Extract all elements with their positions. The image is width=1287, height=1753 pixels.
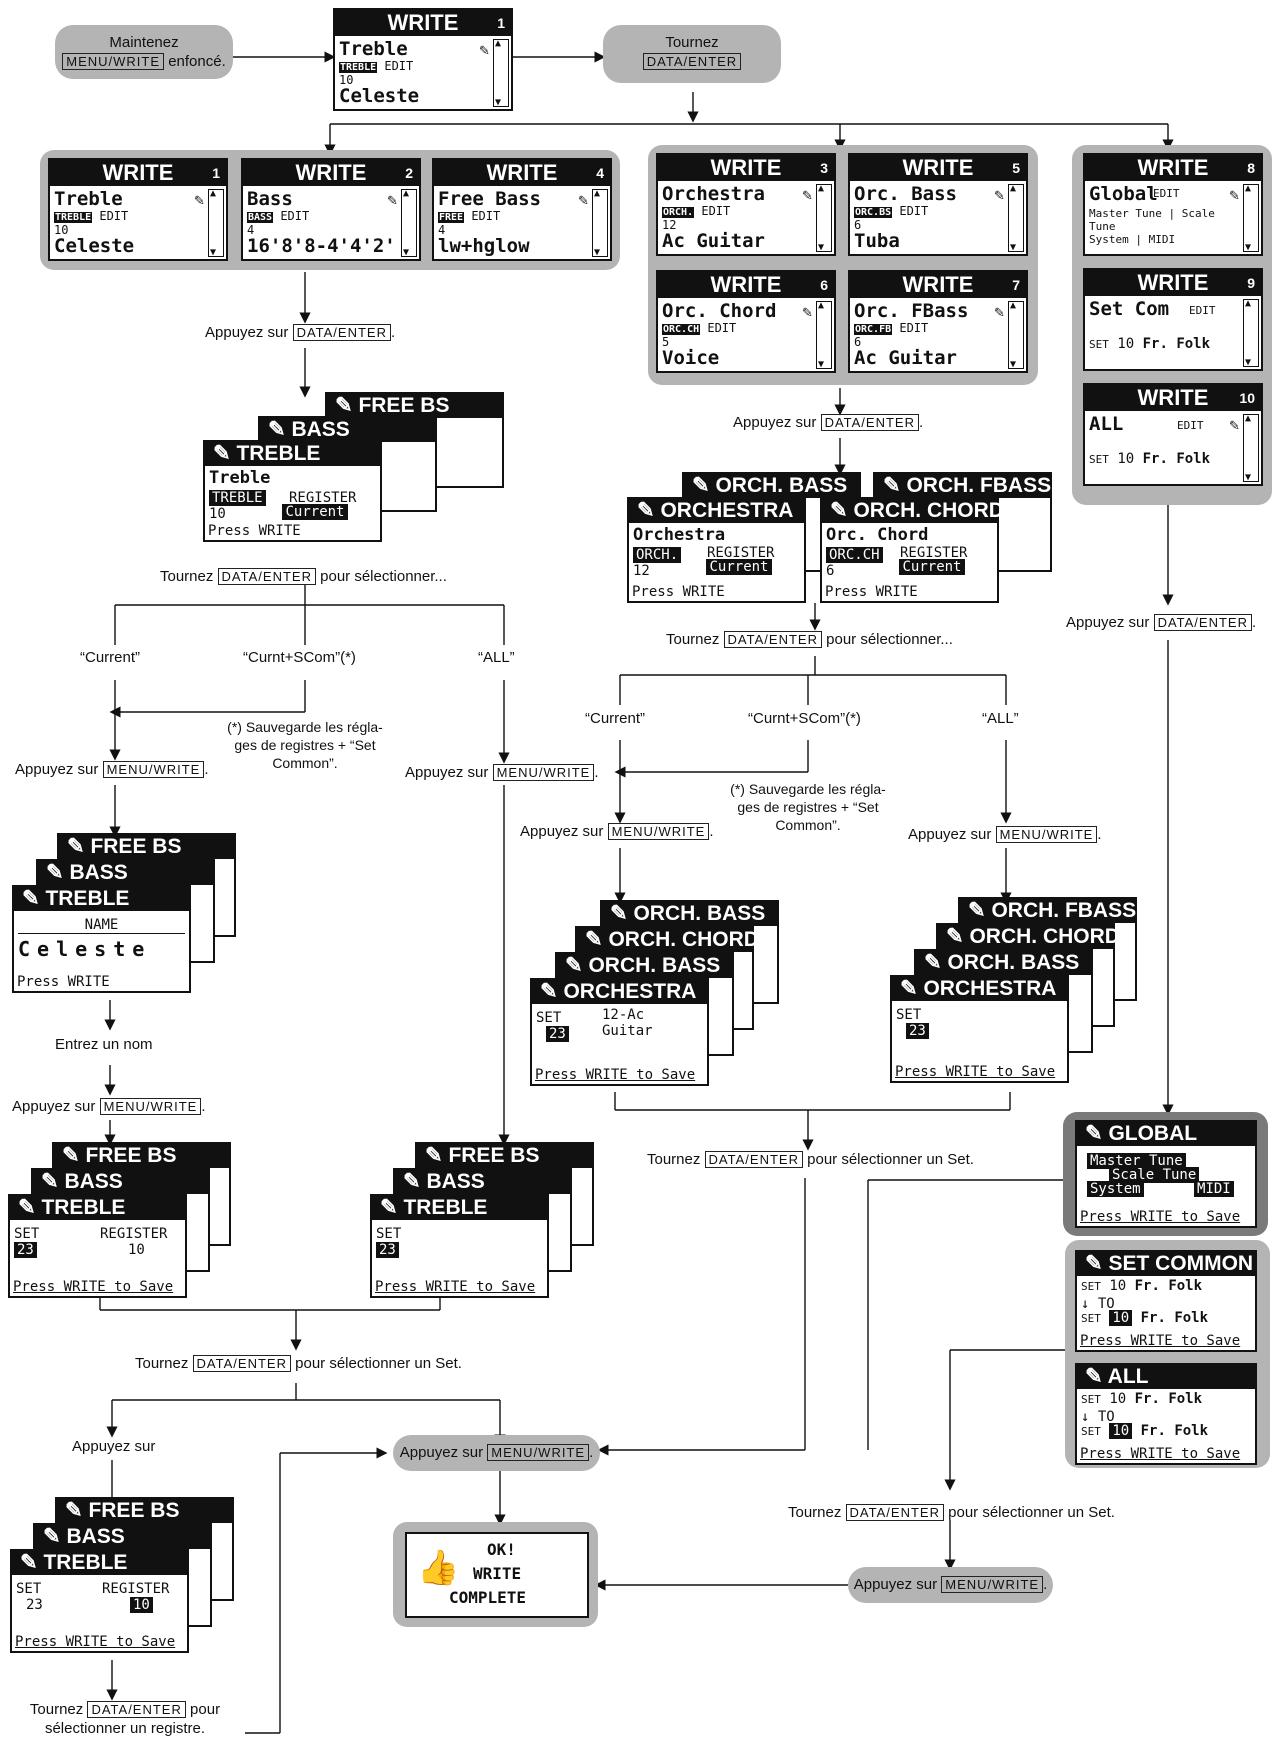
edit-pen-icon: ✎ [1229,415,1239,434]
turn-select-left: Tournez DATA/ENTER pour sélectionner... [160,568,447,585]
turn-select-set-left: Tournez DATA/ENTER pour sélectionner un … [135,1355,462,1372]
screen-number: 1 [497,15,505,31]
turn-select-register: Tournez DATA/ENTER pour sélectionner un … [29,1701,221,1737]
edit-pen-icon: ✎ [1229,185,1239,204]
scrollbar-icon [1008,300,1024,370]
option-curnt-left: “Curnt+SCom”(*) [243,649,356,666]
turn-line2: DATA/ENTER [603,52,781,71]
thumbs-up-icon: 👍 [417,1548,460,1588]
option-all-mid: “ALL” [982,710,1019,727]
scrollbar-icon [493,38,509,108]
scrollbar-icon [1243,413,1259,483]
press-menu-left-c: Appuyez sur MENU/WRITE. [12,1098,206,1115]
press-data-enter-right: Appuyez sur DATA/ENTER. [1066,614,1257,631]
turn-line1: Tournez [665,34,719,51]
set-stack-b-treble: ✎ TREBLE SET 23 Press WRITE to Save [370,1194,549,1298]
turn-select-set-right: Tournez DATA/ENTER pour sélectionner un … [788,1504,1115,1521]
option-current-mid: “Current” [585,710,646,727]
edit-pen-icon: ✎ [578,190,588,209]
start-pill: Maintenez MENU/WRITE enfoncé. [55,25,233,79]
scrollbar-icon [592,188,608,258]
orch-stack-b-4: ✎ ORCHESTRA SET 23 Press WRITE to Save [890,975,1069,1083]
global-screen: ✎ GLOBAL Master Tune Scale Tune System M… [1075,1120,1257,1228]
press-menu-left-a: Appuyez sur MENU/WRITE. [15,761,209,778]
ok-line3: COMPLETE [449,1588,527,1607]
setcommon-screen: ✎ SET COMMON SET 10 Fr. Folk ↓ TO SET 10… [1075,1250,1257,1352]
scrollbar-icon [816,183,832,253]
screen-sound: Celeste [339,85,420,107]
note-mid: (*) Sauvegarde les régla-ges de registre… [730,781,886,833]
edit-pen-icon: ✎ [479,40,489,59]
option-current-left: “Current” [80,649,141,666]
scrollbar-icon [1243,298,1259,368]
edit-pen-icon: ✎ [194,190,204,209]
turn-select-mid: Tournez DATA/ENTER pour sélectionner... [666,631,953,648]
option-curnt-mid: “Curnt+SCom”(*) [748,710,861,727]
ok-line2: WRITE [473,1564,522,1583]
scrollbar-icon [401,188,417,258]
press-menu-write-final-pill: Appuyez sur MENU/WRITE. [393,1435,600,1471]
scrollbar-icon [1008,183,1024,253]
ok-screen: 👍 OK! WRITE COMPLETE [405,1532,589,1618]
press-menu-mid-a: Appuyez sur MENU/WRITE. [520,823,714,840]
note-left: (*) Sauvegarde les régla-ges de registre… [227,719,383,771]
all-screen: ✎ ALL SET 10 Fr. Folk ↓ TO SET 10 Fr. Fo… [1075,1363,1257,1465]
turn-pill: Tournez DATA/ENTER [603,25,781,83]
edit-pen-icon: ✎ [994,302,1004,321]
ok-text: OK! [487,1540,516,1559]
turn-select-set-mid: Tournez DATA/ENTER pour sélectionner un … [647,1151,974,1168]
name-stack-treble: ✎ TREBLE NAME Celeste Press WRITE [12,885,191,993]
enter-name: Entrez un nom [55,1036,153,1053]
press-data-enter-left: Appuyez sur DATA/ENTER. [205,324,396,341]
orch-stack-a-4: ✎ ORCHESTRA SET 23 12-Ac Guitar Press WR… [530,978,709,1086]
screen-name: Treble [339,38,408,60]
start-line2: MENU/WRITE enfoncé. [55,52,233,71]
press-menu-mid-b: Appuyez sur MENU/WRITE. [908,826,1102,843]
edit-pen-icon: ✎ [387,190,397,209]
menu-write-key: MENU/WRITE [62,53,165,70]
screen-title: WRITE [387,10,459,35]
scrollbar-icon [1243,183,1259,253]
option-all-left: “ALL” [478,649,515,666]
edit-pen-icon: ✎ [994,185,1004,204]
start-line1: Maintenez [109,34,179,51]
scrollbar-icon [208,188,224,258]
scrollbar-icon [816,300,832,370]
set-stack-c-treble: ✎ TREBLE SET 23 REGISTER 10 Press WRITE … [10,1549,189,1653]
press-data-enter-mid: Appuyez sur DATA/ENTER. [733,414,924,431]
press-left-bottom: Appuyez sur [72,1438,156,1455]
mid-stack-orchestra: ✎ ORCHESTRA Orchestra ORCH.12 REGISTER C… [627,497,806,603]
press-menu-write-right-pill: Appuyez sur MENU/WRITE. [848,1567,1053,1603]
edit-pen-icon: ✎ [802,185,812,204]
press-menu-left-b: Appuyez sur MENU/WRITE. [405,764,599,781]
edit-pen-icon: ✎ [802,302,812,321]
data-enter-key: DATA/ENTER [642,53,742,70]
set-stack-a-treble: ✎ TREBLE SET 23 REGISTER 10 Press WRITE … [8,1194,187,1298]
name-value: Celeste [18,937,152,961]
